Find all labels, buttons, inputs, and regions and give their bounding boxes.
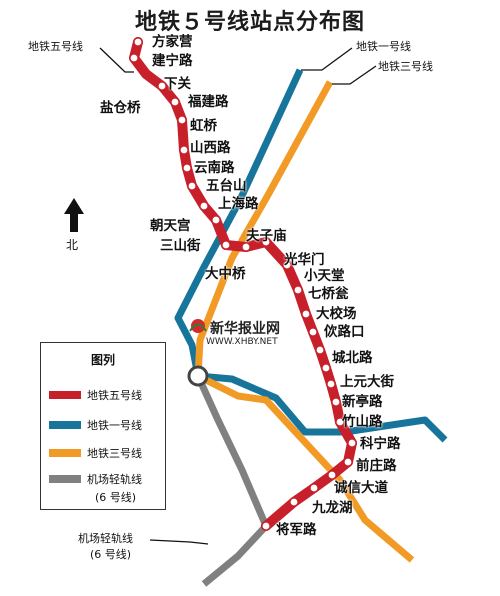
- station-label: 三山街: [160, 238, 201, 254]
- transfer-hub-zhushan: [187, 365, 209, 387]
- legend-swatch: [49, 475, 81, 483]
- station-dot: [288, 496, 299, 507]
- station-dot: [182, 163, 193, 174]
- station-dot: [241, 242, 252, 253]
- legend: 图列 地铁五号线 地铁一号线 地铁三号线 机场轻轨线 (6 号线): [40, 342, 166, 510]
- station-label: 朝天宫: [150, 218, 191, 234]
- station-dot: [221, 240, 232, 251]
- legend-swatch: [49, 391, 81, 399]
- callout-airport-line: 机场轻轨线: [78, 532, 133, 545]
- legend-swatch: [49, 421, 81, 429]
- station-dot: [326, 469, 337, 480]
- station-label: 新亭路: [342, 394, 383, 410]
- station-label: 下关: [164, 76, 191, 92]
- station-label: 大校场: [316, 306, 357, 322]
- station-dots: [129, 36, 357, 531]
- station-label: 七桥瓮: [308, 286, 349, 302]
- station-dot: [334, 416, 345, 427]
- station-label: 虹桥: [190, 118, 217, 134]
- station-dot: [260, 520, 271, 531]
- station-label: 将军路: [276, 522, 317, 538]
- station-label: 云南路: [194, 160, 235, 176]
- map-title: 地铁５号线站点分布图: [134, 10, 365, 35]
- legend-label: 地铁五号线: [87, 389, 142, 402]
- station-label: 夫子庙: [246, 228, 287, 244]
- station-dot: [307, 326, 318, 337]
- station-label: 城北路: [332, 350, 373, 366]
- station-dot: [187, 181, 198, 192]
- station-dot: [342, 456, 353, 467]
- station-label: 诚信大道: [334, 480, 388, 496]
- callout-airport-subtitle: (6 号线): [90, 548, 132, 561]
- line1-route: [174, 68, 448, 443]
- callout-line1: 地铁一号线: [356, 40, 411, 53]
- xhby-logo-icon: [189, 319, 207, 333]
- station-label: 竹山路: [342, 414, 383, 430]
- legend-swatch: [49, 449, 81, 457]
- callout-line5: 地铁五号线: [28, 40, 83, 53]
- callout-leader-airport: [149, 539, 209, 545]
- station-dot: [314, 344, 325, 355]
- station-label: 佽路口: [324, 324, 365, 340]
- callout-leader-line1: [301, 47, 353, 71]
- station-label: 光华门: [284, 252, 325, 268]
- station-dot: [199, 201, 210, 212]
- station-dot: [281, 259, 292, 270]
- station-dot: [211, 215, 222, 226]
- station-dot: [325, 378, 336, 389]
- station-dot: [308, 482, 319, 493]
- station-label: 福建路: [188, 94, 229, 110]
- line3-route: [194, 80, 415, 563]
- legend-sublabel: (6 号线): [95, 491, 137, 504]
- station-dot: [260, 237, 271, 248]
- station-dot: [346, 437, 357, 448]
- station-dot: [157, 81, 168, 92]
- station-dot: [292, 284, 303, 295]
- watermark-url: WWW.XHBY.NET: [206, 337, 278, 347]
- watermark-name: 新华报业网: [210, 321, 280, 337]
- station-dot: [129, 52, 140, 63]
- station-dot: [330, 396, 341, 407]
- legend-label: 地铁一号线: [87, 419, 142, 432]
- callout-leader-line3: [332, 65, 377, 85]
- station-dot: [320, 362, 331, 373]
- station-dot: [170, 97, 181, 108]
- station-label: 科宁路: [360, 436, 401, 452]
- station-label: 九龙湖: [312, 500, 353, 516]
- legend-label: 机场轻轨线: [87, 473, 142, 486]
- station-label: 大中桥: [205, 266, 246, 282]
- station-label: 盐仓桥: [100, 100, 141, 116]
- callout-line3: 地铁三号线: [378, 60, 433, 73]
- north-label: 北: [66, 238, 79, 252]
- station-dot: [300, 308, 311, 319]
- callout-leader-line5: [99, 47, 134, 73]
- station-label: 上元大街: [340, 374, 394, 390]
- station-label: 小天堂: [304, 268, 345, 284]
- station-label: 方家营: [152, 34, 193, 50]
- station-label: 前庄路: [356, 458, 397, 474]
- station-label: 山西路: [190, 140, 231, 156]
- station-label: 上海路: [218, 196, 259, 212]
- station-dot: [177, 115, 188, 126]
- station-label: 五台山: [206, 178, 247, 194]
- airport-line-route: [194, 374, 270, 587]
- legend-label: 地铁三号线: [87, 447, 142, 460]
- station-dot: [133, 36, 144, 47]
- station-label: 建宁路: [152, 53, 193, 69]
- station-dot: [179, 145, 190, 156]
- north-arrow-icon: [64, 198, 84, 232]
- legend-title: 图列: [90, 353, 115, 367]
